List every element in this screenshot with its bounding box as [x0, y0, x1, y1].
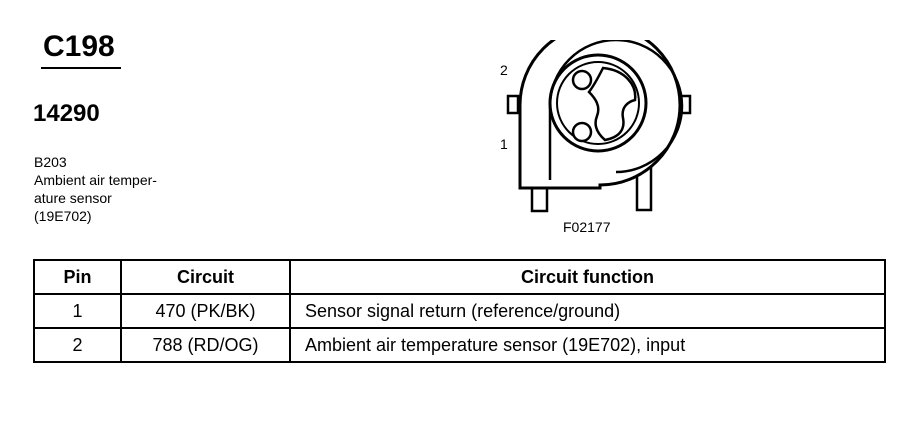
- row-2-circuit: 788 (RD/OG): [120, 327, 291, 363]
- pin-1-terminal: [571, 121, 593, 143]
- component-description: B203 Ambient air temper- ature sensor (1…: [34, 153, 157, 225]
- terminal-cavity-ring: [548, 53, 648, 153]
- table-row: 2 788 (RD/OG) Ambient air temperature se…: [33, 327, 886, 363]
- header-pin: Pin: [33, 259, 122, 295]
- pin-2-terminal: [571, 69, 593, 91]
- header-circuit-function: Circuit function: [289, 259, 886, 295]
- table-row: 1 470 (PK/BK) Sensor signal return (refe…: [33, 293, 886, 329]
- connector-id-underline: [41, 67, 121, 69]
- part-number: 14290: [33, 100, 100, 127]
- terminal-key-insert: [587, 66, 637, 142]
- housing-inner-contour: [548, 38, 684, 180]
- terminal-cavity-inner: [556, 61, 640, 145]
- connector-diagram: 2 1: [495, 23, 715, 230]
- pin-label-2: 2: [500, 62, 508, 78]
- component-code: B203: [34, 154, 67, 170]
- component-name-line-1: Ambient air temper-: [34, 172, 157, 188]
- figure-id: F02177: [563, 219, 611, 235]
- header-circuit: Circuit: [120, 259, 291, 295]
- connector-id: C198: [43, 30, 115, 63]
- row-2-pin: 2: [33, 327, 122, 363]
- component-service-code: (19E702): [34, 208, 92, 224]
- row-1-pin: 1: [33, 293, 122, 329]
- mounting-peg-left: [530, 184, 549, 213]
- connector-face-drawing: [506, 23, 692, 213]
- pinout-table: Pin Circuit Circuit function 1 470 (PK/B…: [33, 259, 886, 363]
- row-1-function: Sensor signal return (reference/ground): [289, 293, 886, 329]
- pin-label-1: 1: [500, 136, 508, 152]
- row-1-circuit: 470 (PK/BK): [120, 293, 291, 329]
- table-header-row: Pin Circuit Circuit function: [33, 259, 886, 295]
- row-2-function: Ambient air temperature sensor (19E702),…: [289, 327, 886, 363]
- side-latch-left: [506, 94, 520, 115]
- component-name-line-2: ature sensor: [34, 190, 112, 206]
